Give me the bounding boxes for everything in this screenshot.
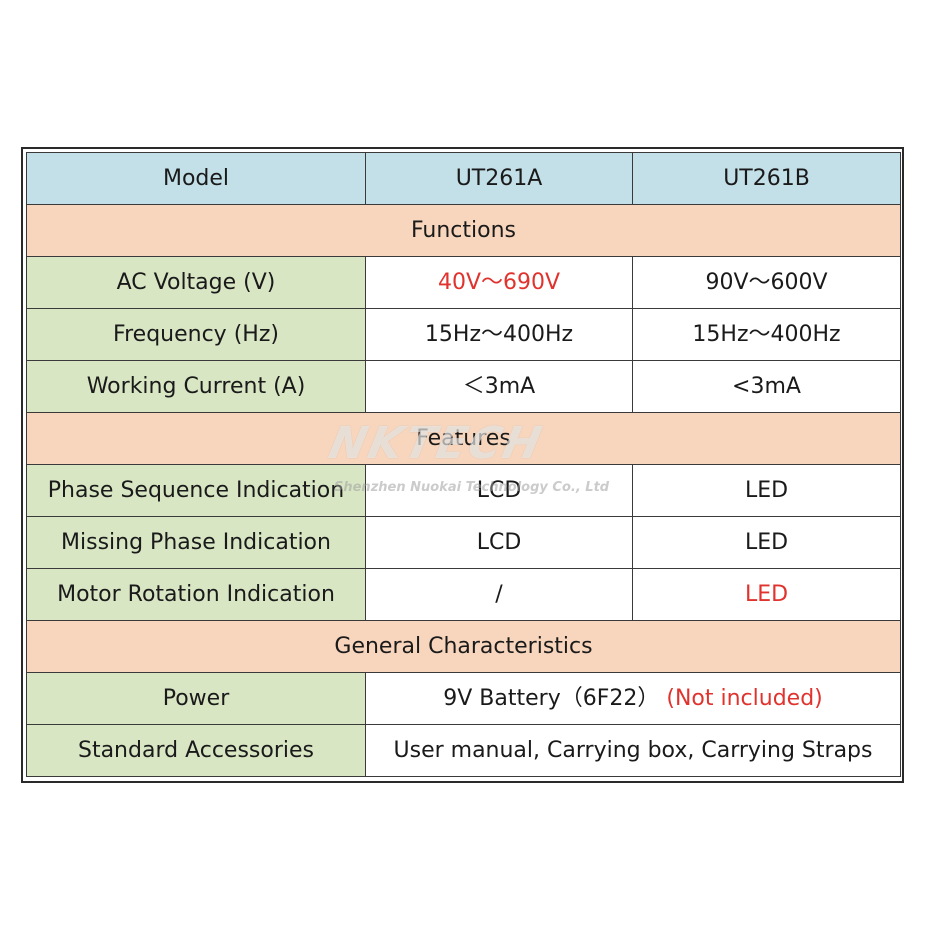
power-value-cell: 9V Battery（6F22） (Not included) (365, 672, 901, 725)
section-title-features: Features (26, 412, 901, 465)
table-row: AC Voltage (V) 40V～690V 90V～600V (26, 256, 901, 309)
value-ut261b: LED (632, 464, 901, 517)
value-ut261b: LED (632, 568, 901, 621)
value-ut261b: 15Hz～400Hz (632, 308, 901, 361)
table-row: Motor Rotation Indication / LED (26, 568, 901, 621)
row-label: Frequency (Hz) (26, 308, 366, 361)
value-ut261b: 90V～600V (632, 256, 901, 309)
accessories-value: User manual, Carrying box, Carrying Stra… (365, 724, 901, 777)
power-value: 9V Battery（6F22） (443, 685, 660, 711)
header-ut261a: UT261A (365, 152, 633, 205)
table-row: Standard Accessories User manual, Carryi… (26, 724, 901, 777)
table-row: Missing Phase Indication LCD LED (26, 516, 901, 569)
value-ut261b: <3mA (632, 360, 901, 413)
header-row: Model UT261A UT261B (26, 152, 901, 205)
power-note: (Not included) (666, 685, 823, 711)
value-ut261a: / (365, 568, 633, 621)
row-label: Standard Accessories (26, 724, 366, 777)
value-ut261a: LCD (365, 464, 633, 517)
table-row: Working Current (A) ＜3mA <3mA (26, 360, 901, 413)
section-row-general: General Characteristics (26, 620, 901, 673)
row-label: Missing Phase Indication (26, 516, 366, 569)
row-label: Power (26, 672, 366, 725)
header-ut261b: UT261B (632, 152, 901, 205)
row-label: Motor Rotation Indication (26, 568, 366, 621)
value-ut261a: ＜3mA (365, 360, 633, 413)
header-model-label: Model (26, 152, 366, 205)
section-title-functions: Functions (26, 204, 901, 257)
value-ut261a: LCD (365, 516, 633, 569)
spec-comparison-table: Model UT261A UT261B Functions AC Voltage… (26, 152, 901, 777)
value-ut261b: LED (632, 516, 901, 569)
row-label: Working Current (A) (26, 360, 366, 413)
value-ut261a: 40V～690V (365, 256, 633, 309)
section-title-general: General Characteristics (26, 620, 901, 673)
section-row-features: Features (26, 412, 901, 465)
row-label: AC Voltage (V) (26, 256, 366, 309)
table-row: Power 9V Battery（6F22） (Not included) (26, 672, 901, 725)
section-row-functions: Functions (26, 204, 901, 257)
row-label: Phase Sequence Indication (26, 464, 366, 517)
value-ut261a: 15Hz～400Hz (365, 308, 633, 361)
table-row: Frequency (Hz) 15Hz～400Hz 15Hz～400Hz (26, 308, 901, 361)
table-row: Phase Sequence Indication LCD LED (26, 464, 901, 517)
